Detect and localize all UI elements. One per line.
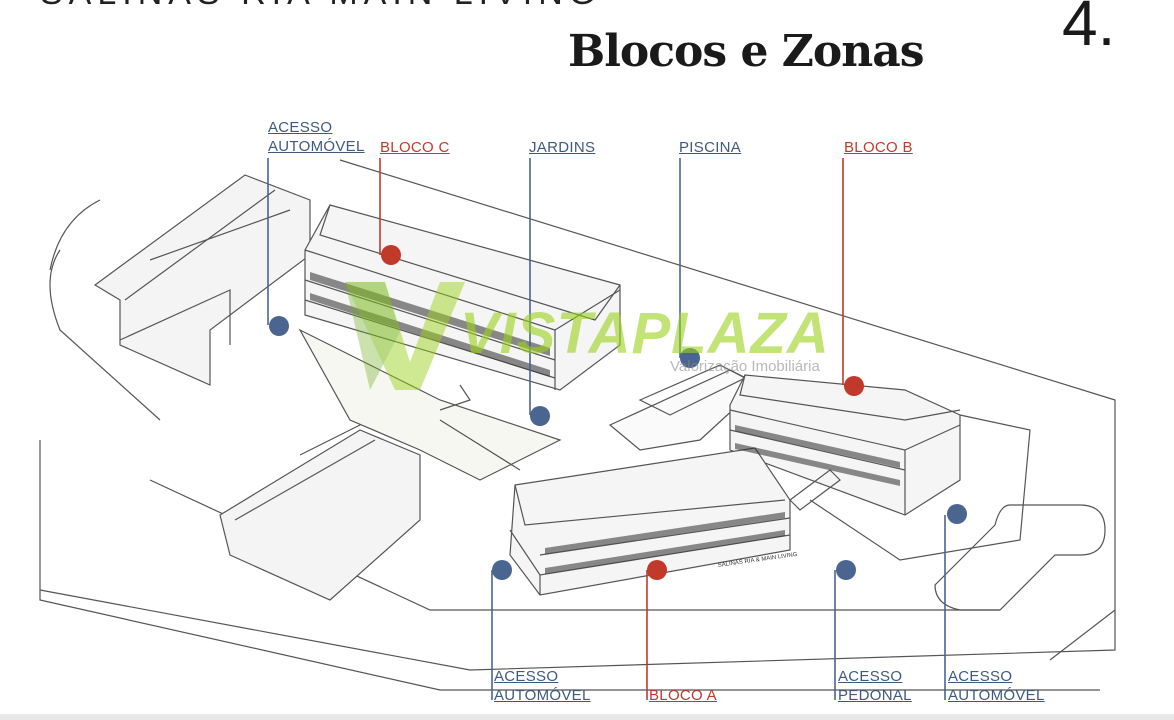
jardins-marker: [530, 406, 550, 426]
path-outline: [439, 419, 521, 471]
cropped-header-text: SALINAS RIA MAIN LIVING: [40, 0, 601, 13]
piscina-marker: [680, 348, 700, 368]
courtyard-outline: [298, 328, 562, 481]
acesso-pedonal-marker: [836, 560, 856, 580]
page-number: 4.: [1062, 0, 1116, 59]
label-bloco-a: BLOCO A: [649, 687, 717, 704]
watermark: VISTAPLAZA Valorização Imobiliária: [340, 272, 860, 396]
bloco-b-building: [729, 374, 961, 516]
stairs-outline: [789, 469, 841, 511]
path-outline: [439, 384, 471, 411]
road-edge-line: [1049, 609, 1116, 661]
site-boundary-line: [39, 440, 1100, 691]
bloco-c-marker: [381, 245, 401, 265]
bottom-edge-bar: [0, 714, 1174, 720]
watermark-v-logo-icon: [345, 282, 465, 390]
acesso-automovel-bottom-left-marker: [492, 560, 512, 580]
label-bloco-b: BLOCO B: [844, 139, 913, 156]
acesso-automovel-bottom-right-marker: [947, 504, 967, 524]
page-title: Blocos e Zonas: [568, 26, 925, 77]
watermark-brand: VISTAPLAZA: [460, 301, 830, 366]
turnaround-outline: [934, 504, 1106, 611]
pedestrian-path-outline: [809, 414, 1031, 561]
label-acesso-automovel-bottom-right: ACESSO AUTOMÓVEL: [948, 668, 1045, 704]
label-acesso-pedonal: ACESSO PEDONAL: [838, 668, 912, 704]
road-edge-line: [39, 159, 1116, 671]
label-acesso-automovel-bottom-left: ACESSO AUTOMÓVEL: [494, 668, 591, 704]
acesso-automovel-top-marker: [269, 316, 289, 336]
road-edge-line: [49, 199, 101, 271]
left-houses-outline: [93, 174, 311, 386]
left-houses-outline: [219, 429, 421, 601]
bloco-b-marker: [844, 376, 864, 396]
road-edge-line: [49, 249, 161, 421]
label-piscina: PISCINA: [679, 139, 742, 156]
bloco-a-marker: [647, 560, 667, 580]
label-acesso-automovel-top: ACESSO AUTOMÓVEL: [268, 119, 365, 155]
watermark-tagline: Valorização Imobiliária: [670, 358, 820, 375]
label-bloco-c: BLOCO C: [380, 139, 450, 156]
label-jardins: JARDINS: [529, 139, 596, 156]
